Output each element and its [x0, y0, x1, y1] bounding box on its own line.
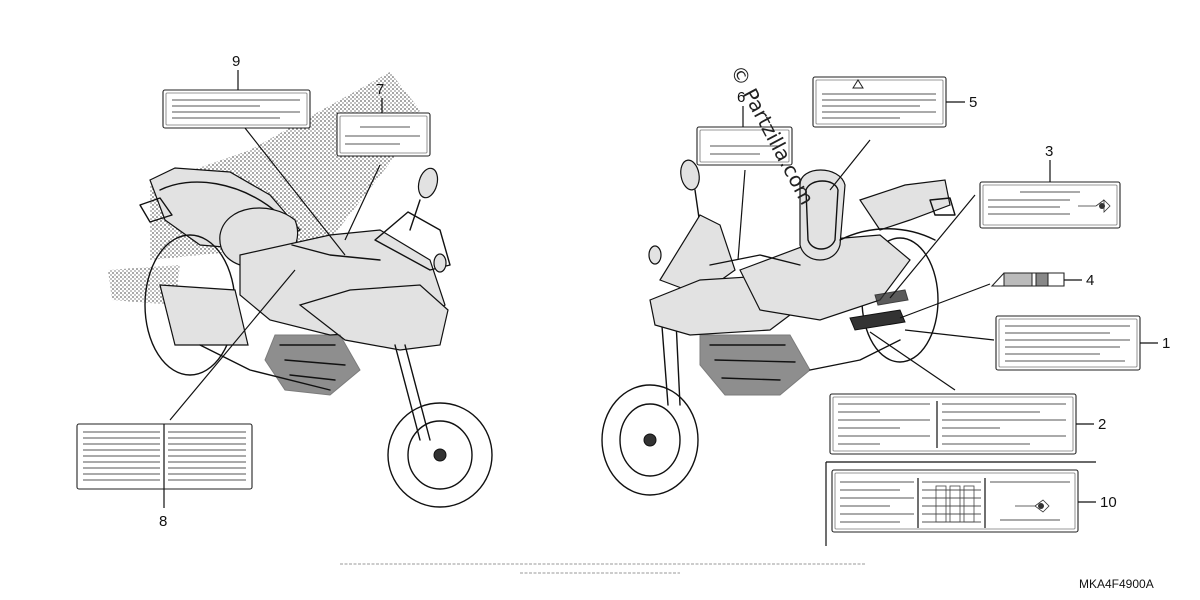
label-6-box	[696, 126, 793, 166]
callout-6: 6	[737, 89, 745, 106]
callout-9: 9	[232, 53, 240, 70]
label-8-box	[76, 423, 253, 490]
grid-cells	[935, 485, 975, 523]
callout-2: 2	[1098, 416, 1106, 433]
warning-triangle-icon	[852, 79, 864, 89]
fine-print-lines	[340, 563, 865, 574]
label-9-box	[162, 89, 311, 129]
callout-1: 1	[1162, 335, 1170, 352]
key-icon	[1015, 499, 1050, 513]
label-2-box	[829, 393, 1077, 455]
diagram-code: MKA4F4900A	[1079, 577, 1154, 591]
leader-lines	[163, 70, 1158, 508]
motorcycle-right-view	[601, 159, 956, 496]
callout-5: 5	[969, 94, 977, 111]
callout-numbers: 9 7 8 6 5 3 4 1 2 10	[159, 53, 1170, 530]
label-4-box	[990, 272, 1065, 287]
key-icon-dot	[1099, 203, 1105, 209]
callout-7: 7	[376, 81, 384, 98]
callout-8: 8	[159, 513, 167, 530]
callout-3: 3	[1045, 143, 1053, 160]
label-10-box	[825, 461, 1096, 546]
key-icon-dot	[1038, 503, 1044, 509]
label-1-box	[995, 315, 1141, 371]
label-5-box	[812, 76, 947, 128]
label-7-box	[336, 112, 431, 157]
callout-4: 4	[1086, 272, 1094, 289]
callout-10: 10	[1100, 494, 1117, 511]
label-3-box	[979, 181, 1121, 229]
